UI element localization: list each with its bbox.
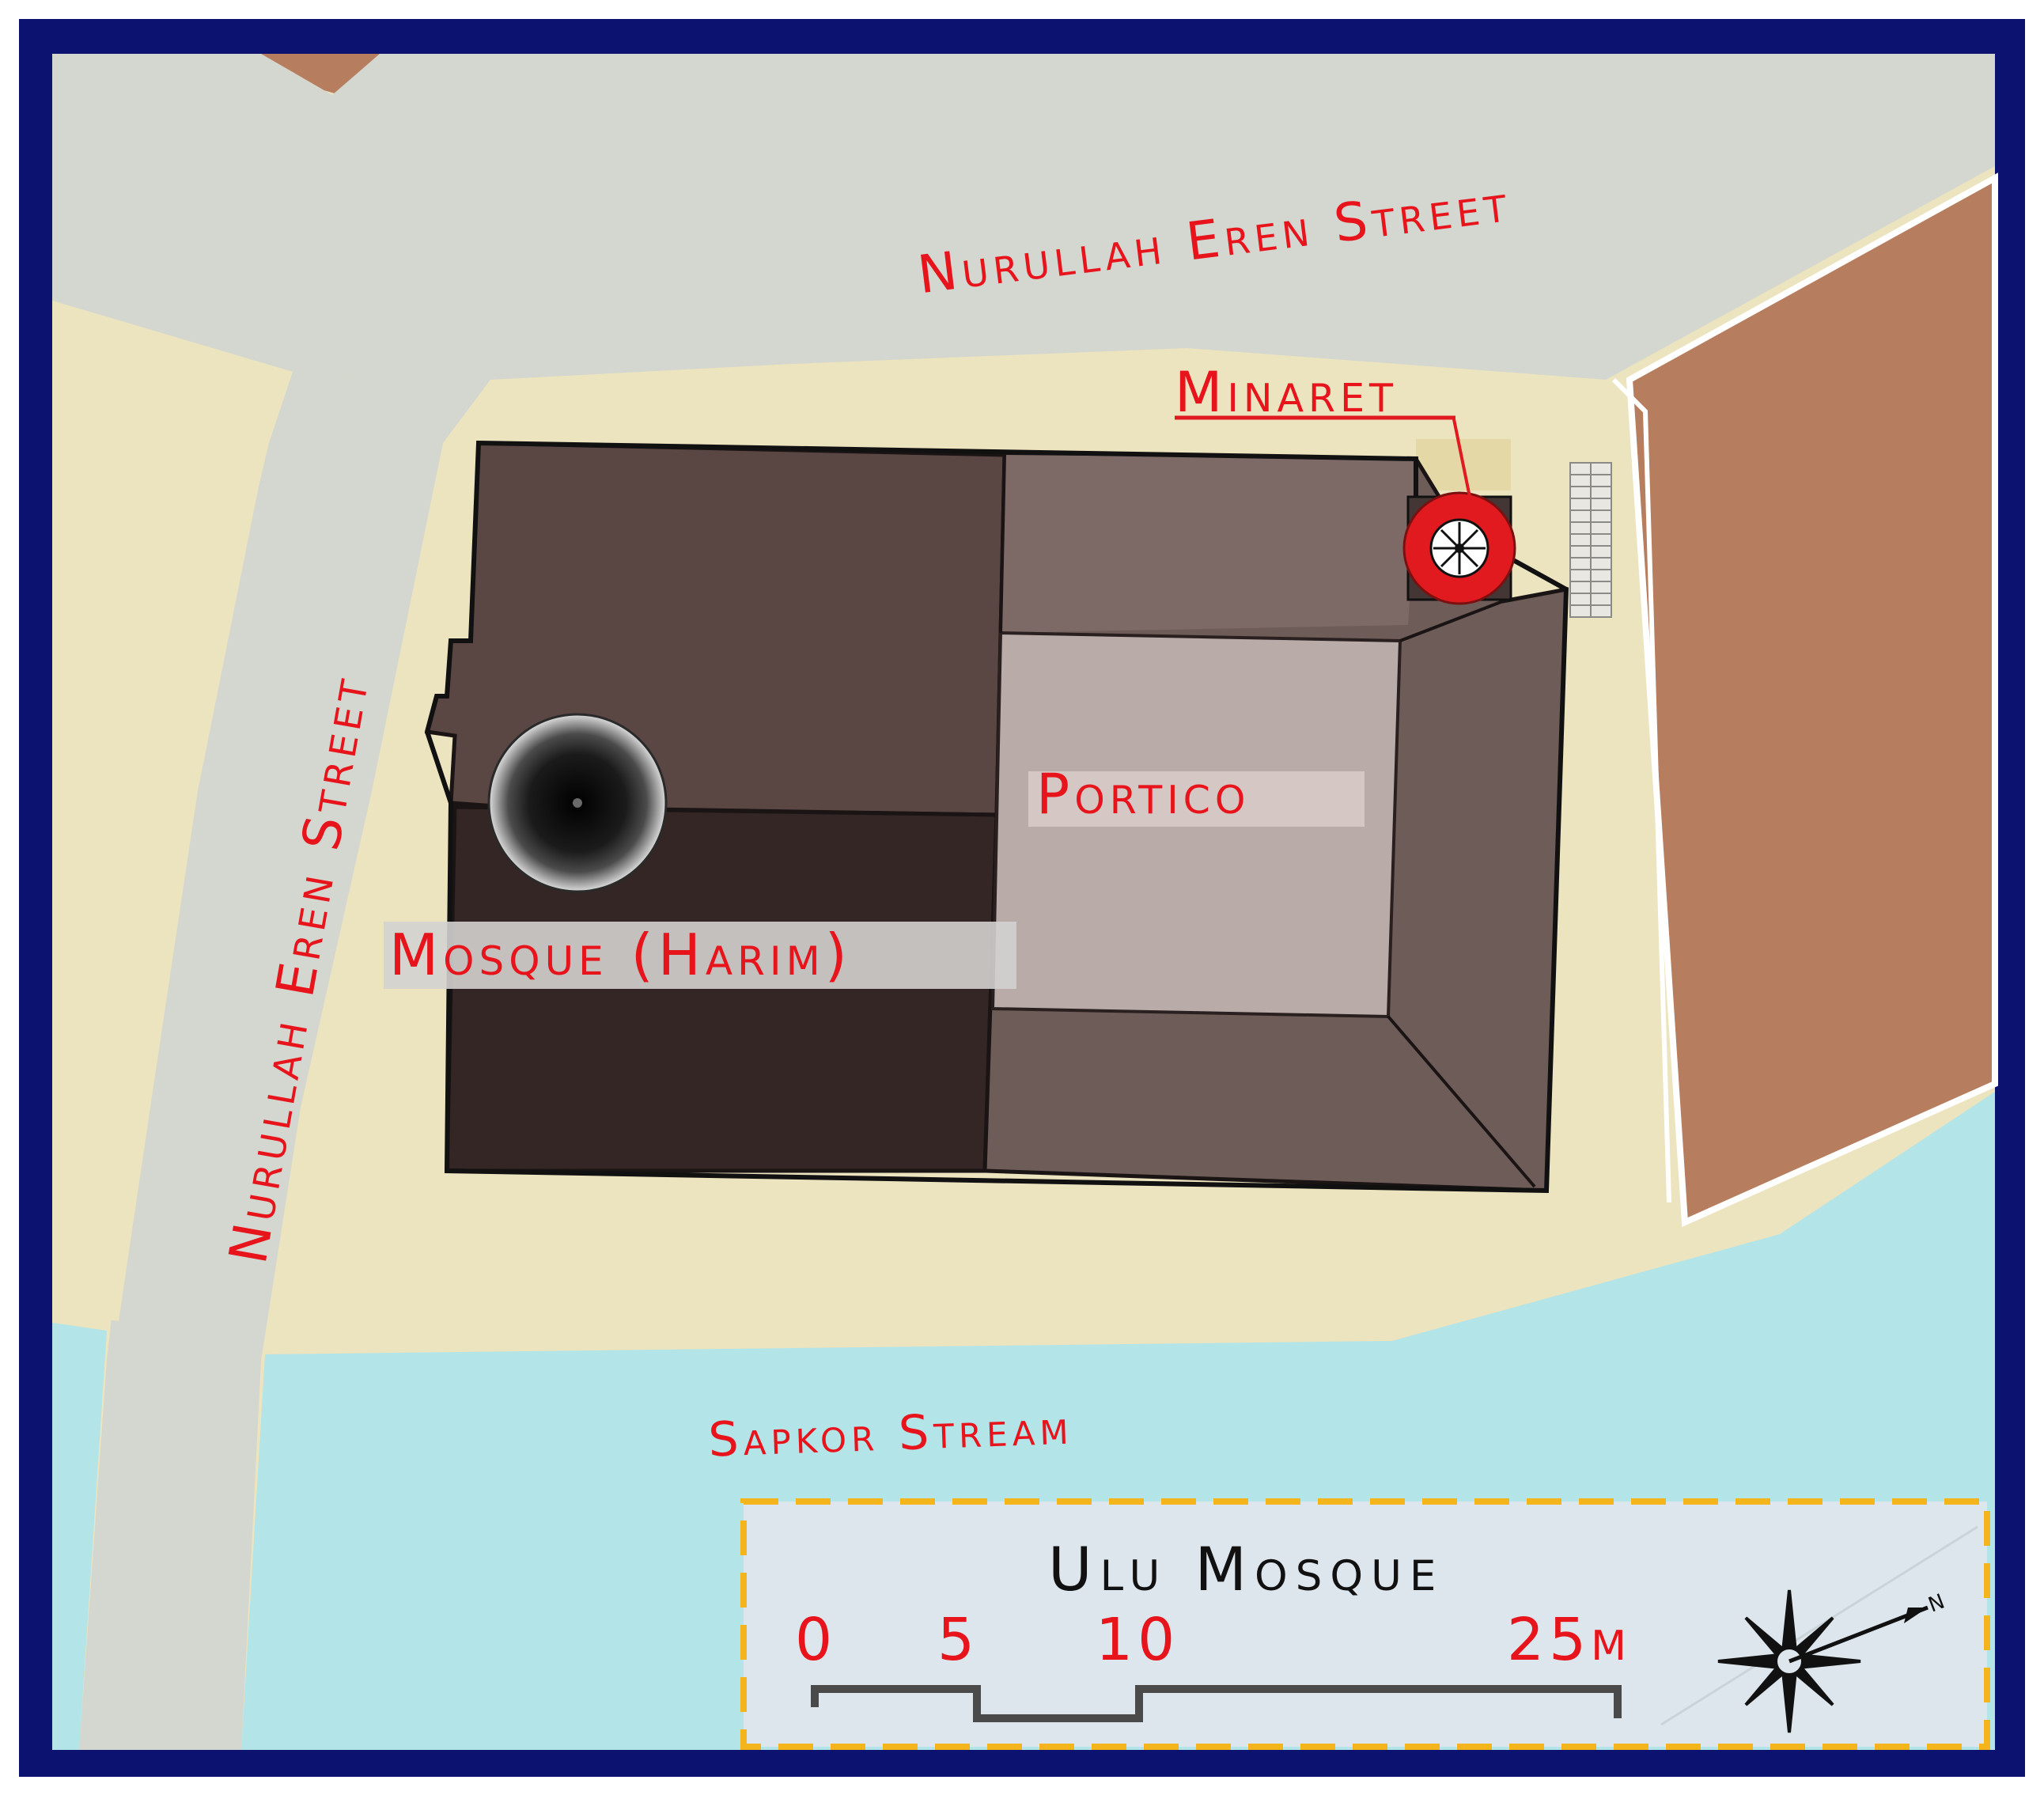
scale-tick-0: 0	[795, 1606, 837, 1674]
minaret-icon	[1402, 491, 1516, 605]
map-title: Ulu Mosque	[1048, 1534, 1444, 1604]
harim-label: Mosque (Harim)	[389, 922, 852, 988]
portico-label-bg	[1028, 771, 1365, 827]
legend-frame	[740, 1498, 1990, 1750]
scale-tick-10: 10	[1096, 1606, 1179, 1674]
building-right-edge	[1611, 377, 1671, 1203]
portico-label: Portico	[1036, 762, 1250, 827]
roof-divider	[999, 454, 1006, 634]
building-right	[1626, 172, 1998, 1227]
roof-hip-line-ne	[1399, 600, 1504, 642]
land-left-margin	[52, 316, 285, 1321]
road-top	[52, 54, 1995, 380]
harim-label-bg	[384, 922, 1016, 989]
staircase	[1569, 462, 1612, 618]
scale-bar: 0 5 10 25m	[795, 1606, 1631, 1722]
minaret-label: Minaret	[1175, 360, 1398, 425]
scale-line	[811, 1685, 1622, 1722]
portico-roof-top	[1001, 455, 1416, 633]
minaret-leader-line	[1452, 418, 1471, 498]
legend-box: Ulu Mosque 0 5 10 25m N	[740, 1498, 1990, 1750]
legend-faint-line	[1660, 1525, 1978, 1726]
roof-hip-line-se	[1387, 1015, 1536, 1188]
road-left	[52, 301, 490, 1750]
stream-label: Sapkor Stream	[707, 1400, 1073, 1468]
scale-tick-25m: 25m	[1507, 1606, 1631, 1674]
stream-left-portion	[52, 1323, 107, 1750]
dome	[487, 713, 668, 893]
scale-tick-5: 5	[937, 1606, 979, 1674]
